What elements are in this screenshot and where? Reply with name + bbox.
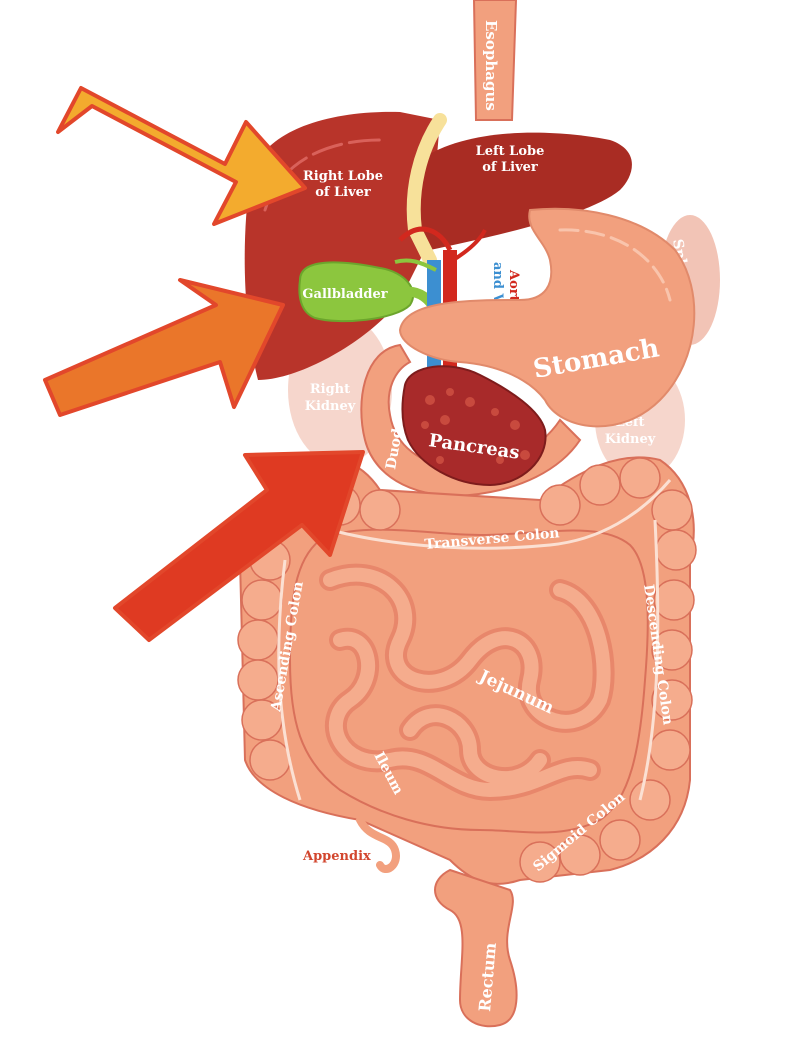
label-esophagus: Esophagus xyxy=(482,20,500,111)
arrow-gallbladder-shape xyxy=(45,280,283,415)
label-appendix: Appendix xyxy=(302,849,371,864)
arrow-right-lobe-shape xyxy=(58,88,305,224)
label-left-kidney-2: Kidney xyxy=(605,432,656,447)
arrow-right-lobe xyxy=(58,88,305,224)
label-left-lobe-1: Left Lobe xyxy=(476,144,545,159)
rectum: Rectum xyxy=(435,870,517,1026)
esophagus: Esophagus xyxy=(474,0,516,120)
label-right-kidney-2: Kidney xyxy=(305,399,356,414)
label-right-lobe-2: of Liver xyxy=(315,185,371,200)
label-left-lobe-2: of Liver xyxy=(482,160,538,175)
label-right-kidney-1: Right xyxy=(310,382,350,397)
label-gallbladder: Gallbladder xyxy=(302,287,387,302)
arrow-gallbladder xyxy=(45,280,283,415)
label-right-lobe-1: Right Lobe xyxy=(303,169,383,184)
